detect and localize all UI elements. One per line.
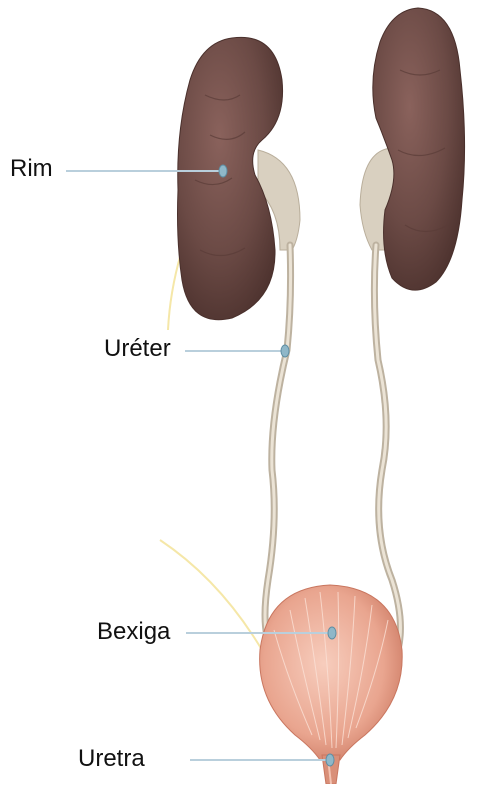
right-ureter bbox=[374, 245, 400, 650]
marker-rim bbox=[219, 165, 227, 177]
label-uretra: Uretra bbox=[78, 747, 145, 771]
label-bexiga: Bexiga bbox=[97, 620, 170, 644]
label-rim: Rim bbox=[10, 157, 53, 181]
label-ureter: Uréter bbox=[104, 337, 171, 361]
marker-bexiga bbox=[328, 627, 336, 639]
marker-uretra bbox=[326, 754, 334, 766]
marker-ureter bbox=[281, 345, 289, 357]
